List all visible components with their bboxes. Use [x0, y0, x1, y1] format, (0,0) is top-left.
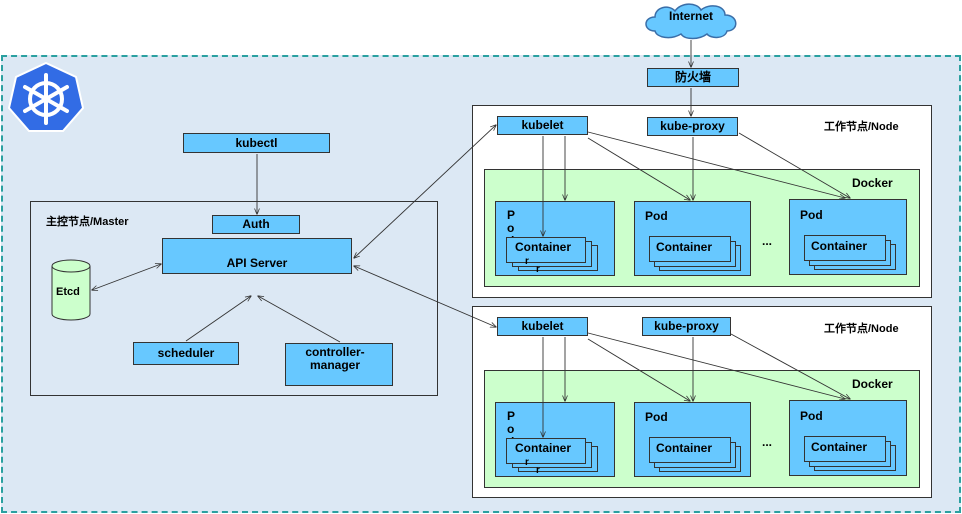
worker-node-1-title: 工作节点/Node: [824, 121, 899, 133]
firewall-box: 防火墙: [647, 68, 739, 87]
scheduler-box: scheduler: [133, 342, 239, 365]
worker-node-2-pod-1-container-fragment-2: r: [536, 465, 540, 476]
controller-manager-box: controller-manager: [285, 343, 393, 386]
worker-node-2-pod-1-container-label: Container: [515, 441, 572, 455]
worker-node-1-pod-3-container-label: Container: [811, 239, 868, 253]
worker-node-1-ellipsis: ...: [762, 234, 773, 248]
worker-node-2-title: 工作节点/Node: [824, 323, 899, 335]
worker-node-2-pod-2-label: Pod: [645, 410, 668, 424]
worker-node-1-pod-2-label: Pod: [645, 209, 668, 223]
worker-node-2-pod-2-container-label: Container: [656, 441, 713, 455]
auth-box: Auth: [212, 215, 300, 234]
worker-node-1-pod-1-container-fragment-2: r: [536, 264, 540, 275]
worker-node-1-kubelet-box: kubelet: [497, 116, 588, 135]
worker-node-1-docker-label: Docker: [852, 176, 893, 190]
worker-node-1-pod-3-label: Pod: [800, 208, 823, 222]
master-title: 主控节点/Master: [46, 216, 129, 228]
worker-node-2-kubelet-box: kubelet: [497, 317, 588, 336]
worker-node-2-pod-1-container: [506, 438, 586, 464]
worker-node-2-pod-1-container-fragment: r: [525, 457, 529, 468]
worker-node-2-ellipsis: ...: [762, 435, 773, 449]
worker-node-2-pod-3-label: Pod: [800, 409, 823, 423]
worker-node-2-pod-3-container: [804, 436, 886, 462]
worker-node-2-docker-label: Docker: [852, 377, 893, 391]
worker-node-1-pod-3-container: [804, 235, 886, 261]
worker-node-1-kube-proxy-box: kube-proxy: [647, 117, 738, 136]
worker-node-2-pod-3-container-label: Container: [811, 440, 868, 454]
worker-node-1-pod-2-container-label: Container: [656, 240, 713, 254]
internet-label: Internet: [668, 9, 713, 23]
worker-node-1-pod-1-container-fragment: r: [525, 256, 529, 267]
etcd-database-icon: [51, 259, 91, 321]
api-server-box: API Server: [162, 238, 352, 274]
worker-node-1-pod-1-container-label: Container: [515, 240, 572, 254]
worker-node-2-pod-2-container: [649, 437, 731, 463]
worker-node-1-pod-2-container: [649, 236, 731, 262]
kubectl-box: kubectl: [183, 133, 330, 153]
internet-cloud-icon: [645, 3, 737, 40]
kubernetes-logo-icon: [8, 61, 84, 132]
worker-node-1-pod-1-container: [506, 237, 586, 263]
worker-node-2-kube-proxy-box: kube-proxy: [642, 317, 731, 336]
etcd-label: Etcd: [56, 286, 80, 298]
